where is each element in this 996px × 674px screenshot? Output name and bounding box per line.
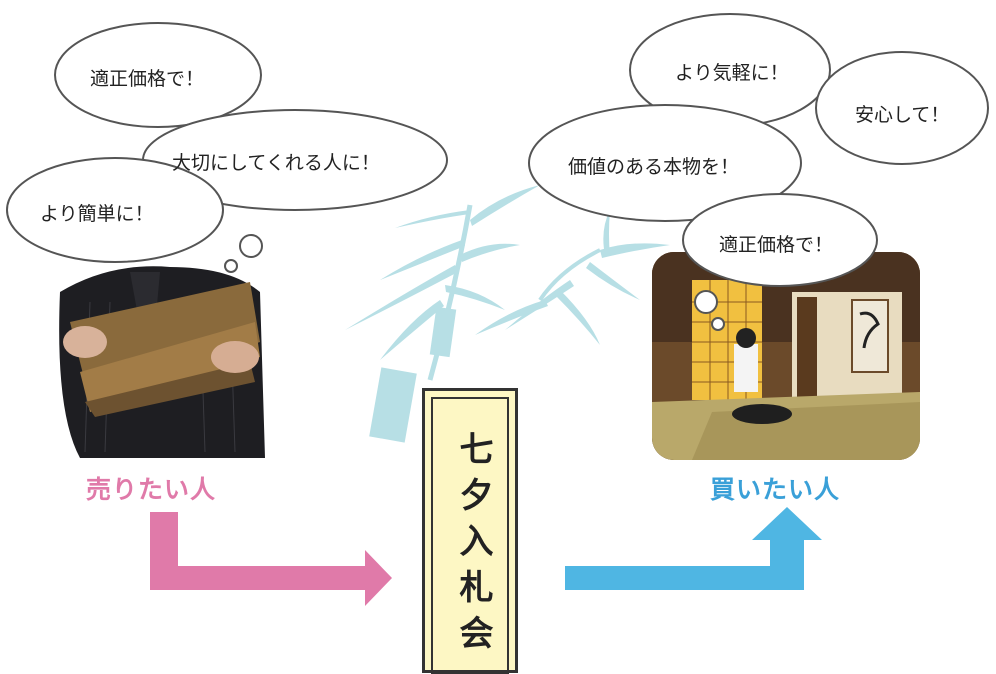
buyer-bubble-3 [528,104,802,222]
buyer-bubble-4 [682,193,878,287]
seller-photo [50,262,265,458]
seller-bubble-3 [6,157,224,263]
buyer-thought-dot-1 [694,290,718,314]
seller-bubble-1 [54,22,262,128]
buyer-bubble-2 [815,51,989,165]
buyer-arrow [565,507,822,590]
seller-thought-dot-2 [224,259,238,273]
seller-bubble-3-text: より簡単に！ [40,203,154,225]
buyer-bubble-4-text: 適正価格で！ [719,234,834,256]
buyer-bubble-3-text: 価値のある本物を！ [568,156,740,178]
buyer-label: 買いたい人 [710,475,841,504]
seller-thought-dot-1 [239,234,263,258]
seller-arrow [150,512,392,606]
event-title: 七夕入札会 [453,431,493,661]
buyer-bubble-1-text: より気軽に！ [675,62,789,84]
seller-bubble-1-text: 適正価格で！ [90,68,205,90]
tanabata-tanzaku: 七夕入札会 [422,388,518,674]
seller-bubble-2-text: 大切にしてくれる人に！ [172,152,380,174]
buyer-thought-dot-2 [711,317,725,331]
seller-label: 売りたい人 [86,475,217,504]
buyer-bubble-2-text: 安心して！ [855,104,950,126]
